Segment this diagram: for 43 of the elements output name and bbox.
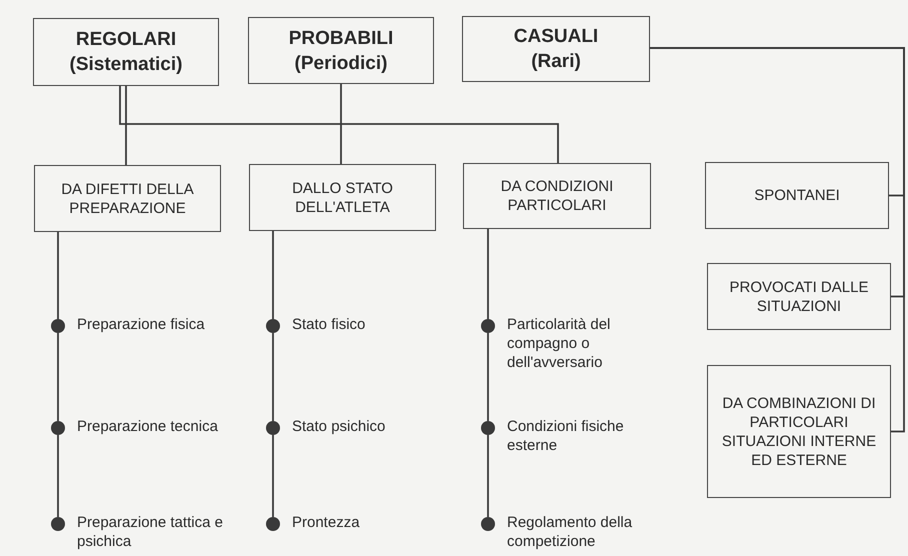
connector-line — [57, 333, 59, 421]
box-heading: REGOLARI — [76, 28, 176, 52]
box-subheading: (Rari) — [531, 50, 581, 74]
list-item-text: Stato psichico — [292, 417, 386, 436]
box-label: PROVOCATI DALLE SITUAZIONI — [728, 278, 870, 316]
box-label: DA CONDIZIONI PARTICOLARI — [500, 177, 614, 215]
list-item-text: Regolamento della competizione — [507, 513, 634, 551]
category-box — [248, 17, 434, 84]
list-item-text: Preparazione tecnica — [77, 417, 219, 436]
list-item-text: Stato fisico — [292, 315, 366, 334]
connector-line — [119, 86, 559, 163]
category-box — [707, 263, 891, 330]
connector-line — [487, 229, 489, 319]
list-item-text: Particolarità del compagno o dell'avversario — [507, 315, 612, 372]
category-box — [34, 165, 221, 232]
box-label: DA DIFETTI DELLA PREPARAZIONE — [60, 180, 195, 218]
connector-line — [272, 435, 274, 517]
connector-line — [650, 47, 905, 432]
connector-line — [487, 333, 489, 421]
category-box — [463, 163, 651, 229]
category-box — [707, 365, 891, 498]
box-label: DALLO STATO DELL'ATLETA — [291, 178, 394, 216]
connector-line — [57, 232, 59, 319]
list-item-text: Preparazione tattica e psichica — [77, 513, 224, 551]
box-label: SPONTANEI — [754, 186, 840, 205]
box-subheading: (Sistematici) — [70, 53, 182, 77]
list-item-text: Condizioni fisiche esterne — [507, 417, 625, 455]
connector-line — [57, 435, 59, 517]
connector-line — [125, 86, 127, 165]
connector-line — [487, 435, 489, 517]
connector-line — [272, 333, 274, 421]
category-box — [249, 164, 436, 231]
connector-line — [340, 84, 342, 164]
connector-line — [272, 231, 274, 319]
list-item-text: Prontezza — [292, 513, 361, 532]
category-box — [462, 16, 650, 82]
category-box — [705, 162, 889, 229]
box-heading: CASUALI — [514, 25, 598, 49]
box-heading: PROBABILI — [288, 26, 394, 50]
box-label: DA COMBINAZIONI DI PARTICOLARI SITUAZIONI INTERNE ED ESTERNE — [720, 394, 878, 470]
list-item-text: Preparazione fisica — [77, 315, 206, 334]
box-subheading: (Periodici) — [294, 52, 388, 76]
category-box — [33, 18, 219, 86]
